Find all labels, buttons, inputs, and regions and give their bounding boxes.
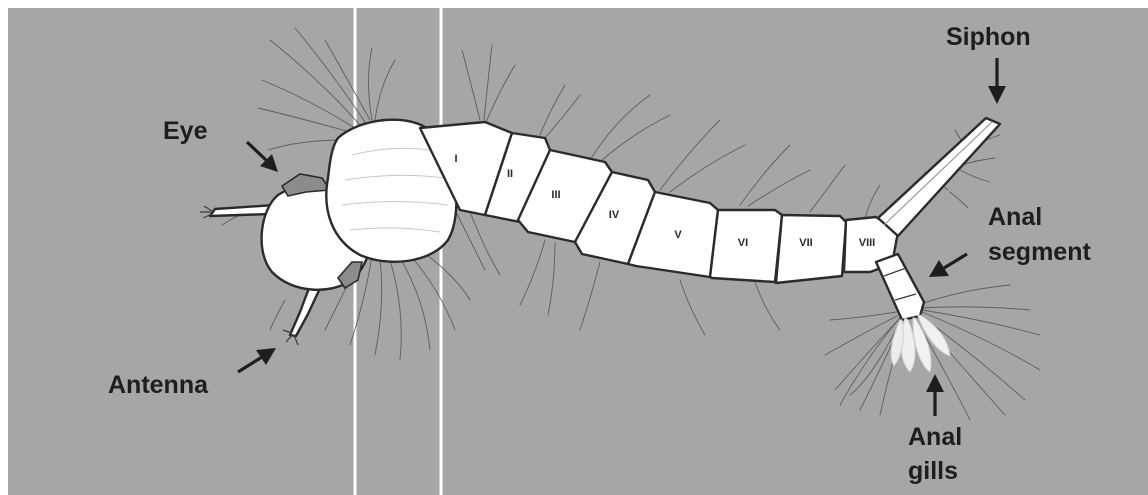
- segment-label-7: VII: [799, 237, 812, 249]
- anal-segment-label-line2: segment: [988, 238, 1091, 266]
- background-panel: [8, 8, 1148, 495]
- segment-label-8: VIII: [859, 237, 876, 249]
- segment-7: [776, 215, 846, 283]
- segment-label-3: III: [551, 189, 560, 201]
- segment-label-5: V: [674, 229, 682, 241]
- anal-segment-label-line1: Anal: [988, 203, 1042, 231]
- segment-label-1: I: [454, 153, 457, 165]
- segment-label-4: IV: [609, 209, 620, 221]
- siphon-label: Siphon: [946, 23, 1031, 51]
- segment-label-2: II: [507, 168, 513, 180]
- eye-label: Eye: [163, 117, 208, 145]
- segment-label-6: VI: [738, 237, 748, 249]
- antenna-label: Antenna: [108, 371, 209, 399]
- anal-gills-label-line1: Anal: [908, 423, 962, 451]
- anal-gills-label-line2: gills: [908, 457, 958, 485]
